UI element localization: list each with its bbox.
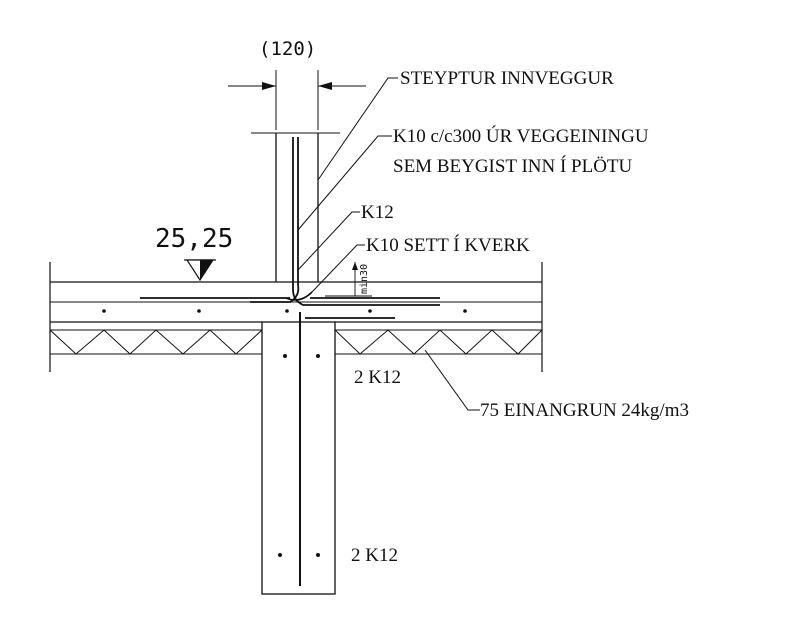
wall [250,132,440,306]
min-cover-dimension [325,262,372,297]
label-footing-top-bars: 2 K12 [354,367,401,388]
label-dowel-line2: SEM BEYGIST INN Í PLÖTU [393,155,633,177]
footing [261,321,336,595]
label-dowel-line1: K10 c/c300 ÚR VEGGEININGU [393,125,649,147]
label-corner-bar: K10 SETT Í KVERK [366,234,530,256]
dimension-text: (120) [259,38,316,60]
label-wall: STEYPTUR INNVEGGUR [400,68,614,89]
insulation-hatch [49,329,543,355]
level-text: 25,25 [155,224,233,254]
min-cover-text: min30 [359,264,370,294]
dimension-120 [228,70,366,130]
leader-lines [297,77,480,411]
label-k12: K12 [361,202,394,223]
label-footing-bottom-bars: 2 K12 [351,545,398,566]
slab [49,262,543,372]
label-insulation: 75 EINANGRUN 24kg/m3 [480,400,689,421]
level-marker [184,259,216,282]
